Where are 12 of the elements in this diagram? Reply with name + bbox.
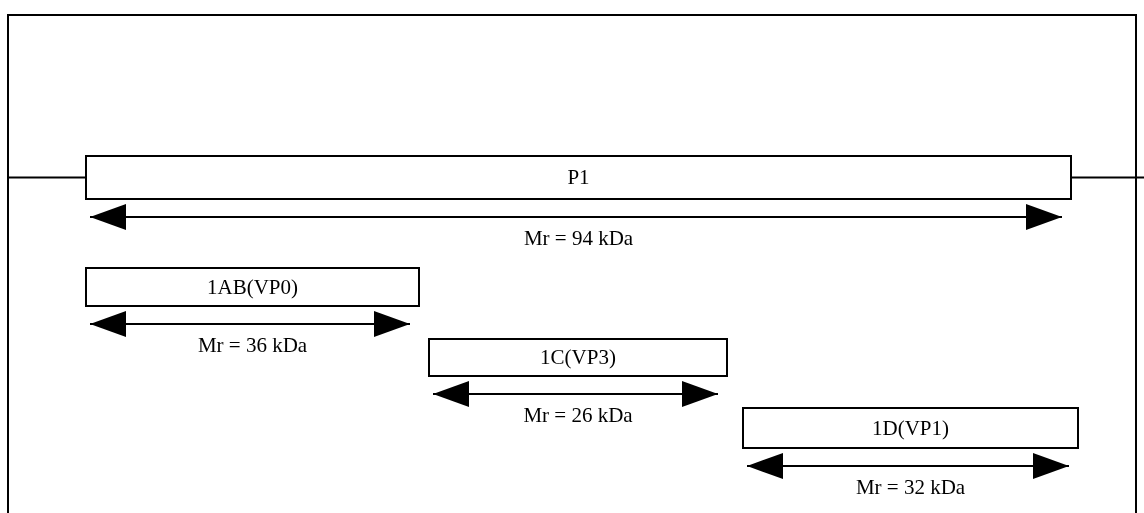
protein-name: 1C(VP3) [540,345,616,370]
protein-box [428,338,728,377]
protein-box [85,155,1072,200]
mass-label: Mr = 94 kDa [523,226,634,251]
mass-label: Mr = 36 kDa [197,333,308,358]
protein-name: 1AB(VP0) [207,274,298,300]
protein-name: 1D(VP1) [872,415,949,441]
protein-box [742,407,1079,449]
mass-label: Mr = 26 kDa [523,403,633,428]
mass-label: Mr = 32 kDa [855,475,966,500]
protein-box [85,267,420,307]
protein-name: P1 [567,165,590,190]
